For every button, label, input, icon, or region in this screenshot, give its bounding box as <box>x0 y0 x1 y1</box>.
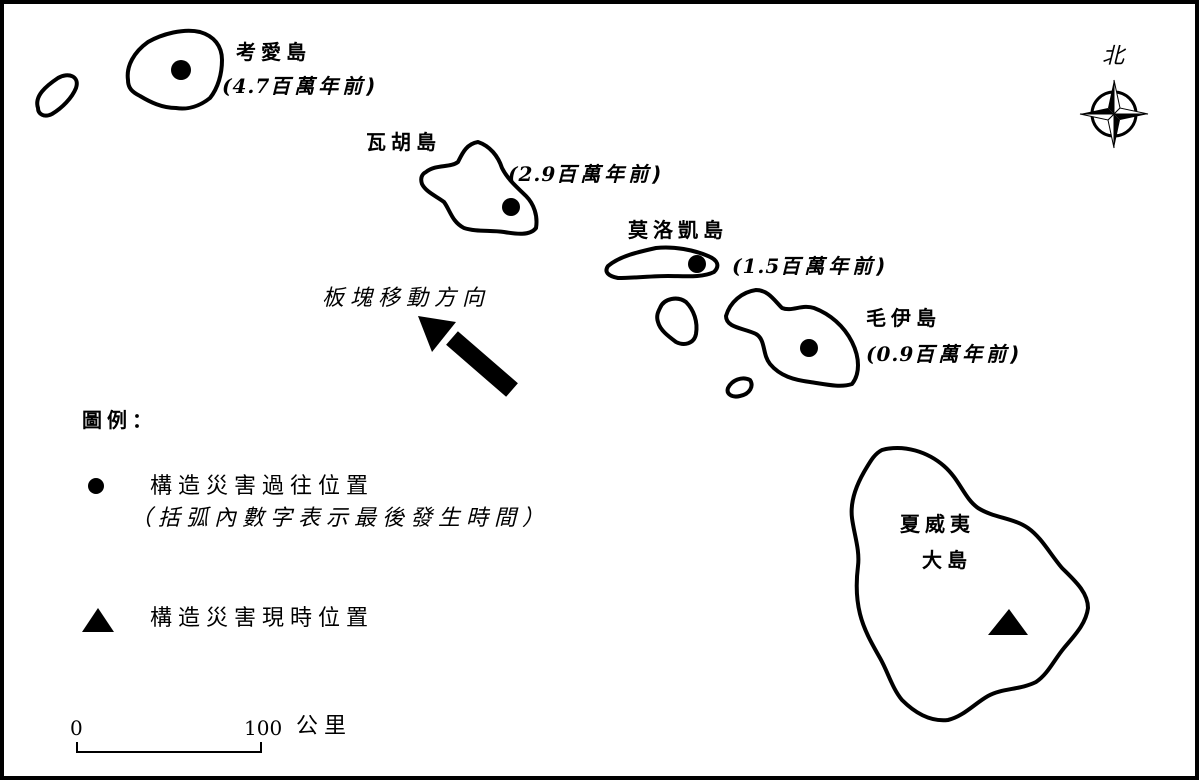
oahu-hazard-dot <box>502 198 520 216</box>
compass-rose-icon <box>1079 79 1149 149</box>
kauai-hazard-dot <box>171 60 191 80</box>
maui-age-value: (0.9 <box>866 342 915 366</box>
kahoolawe-island-outline <box>725 376 754 399</box>
legend-title: 圖例： <box>82 408 157 432</box>
oahu-age-unit: 百萬年前) <box>556 162 666 186</box>
oahu-age-label: (2.9百萬年前) <box>508 162 665 186</box>
legend-past-hazard-note: （括弧內數字表示最後發生時間） <box>130 506 551 531</box>
maui-age-label: (0.9百萬年前) <box>866 342 1023 366</box>
oahu-island-outline <box>419 140 539 236</box>
maui-island-outline <box>724 288 860 388</box>
niihau-island-outline <box>35 73 79 118</box>
big-island-name-line2: 大島 <box>922 548 972 572</box>
lanai-island-outline <box>655 296 699 346</box>
big-island-outline <box>849 445 1090 723</box>
big-island-hazard-triangle <box>988 609 1028 635</box>
legend-current-hazard-label: 構造災害現時位置 <box>150 606 375 631</box>
triangle-icon <box>82 608 114 632</box>
scale-unit-label: 公里 <box>296 714 353 739</box>
map-canvas <box>35 28 1149 753</box>
kauai-age-value: (4.7 <box>222 74 271 98</box>
kauai-name-label: 考愛島 <box>236 40 311 64</box>
maui-age-unit: 百萬年前) <box>914 342 1024 366</box>
molokai-name-label: 莫洛凱島 <box>628 218 728 242</box>
kauai-age-label: (4.7百萬年前) <box>222 74 379 98</box>
molokai-age-value: (1.5 <box>732 254 781 278</box>
compass-north-label: 北 <box>1102 44 1125 69</box>
big-island-name-line1: 夏威夷 <box>900 512 975 536</box>
oahu-name-label: 瓦胡島 <box>366 130 441 154</box>
maui-hazard-dot <box>800 339 818 357</box>
molokai-age-label: (1.5百萬年前) <box>732 254 889 278</box>
scale-end-label: 100 <box>244 716 283 740</box>
plate-motion-arrow <box>418 316 518 397</box>
kauai-age-unit: 百萬年前) <box>270 74 380 98</box>
maui-name-label: 毛伊島 <box>866 306 941 330</box>
scale-bar <box>76 742 262 753</box>
molokai-age-unit: 百萬年前) <box>780 254 890 278</box>
molokai-hazard-dot <box>688 255 706 273</box>
oahu-age-value: (2.9 <box>508 162 557 186</box>
legend-past-hazard-label: 構造災害過往位置 <box>150 474 375 499</box>
dot-icon <box>88 478 104 494</box>
scale-start-label: 0 <box>70 716 83 740</box>
plate-motion-label: 板塊移動方向 <box>322 286 491 311</box>
molokai-island-outline <box>604 245 720 280</box>
